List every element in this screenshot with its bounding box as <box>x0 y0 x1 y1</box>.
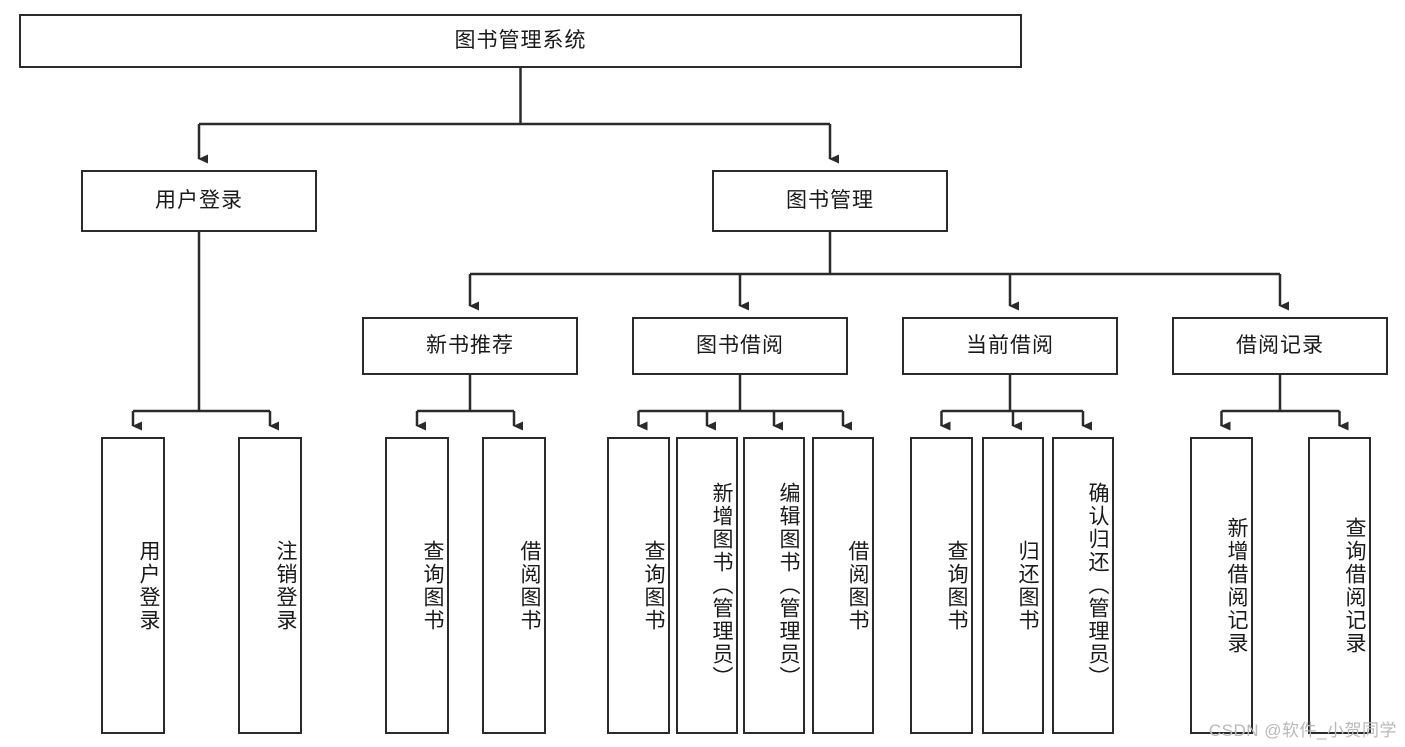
node-leaf-edit-book-label: 编辑图书（管理员） <box>777 482 800 689</box>
node-leaf-edit-book[interactable]: 编辑图书（管理员） <box>743 437 805 734</box>
node-leaf-query-book-1-label: 查询图书 <box>421 539 444 632</box>
node-leaf-return-book-label: 归还图书 <box>1016 539 1039 632</box>
node-leaf-borrow-book-1[interactable]: 借阅图书 <box>482 437 546 734</box>
node-leaf-add-book[interactable]: 新增图书（管理员） <box>676 437 738 734</box>
node-root-label: 图书管理系统 <box>454 29 587 53</box>
node-leaf-query-book-3-label: 查询图书 <box>945 539 968 632</box>
node-new-book-recommend[interactable]: 新书推荐 <box>362 317 578 375</box>
node-leaf-add-book-label: 新增图书（管理员） <box>710 482 733 689</box>
node-leaf-confirm-return[interactable]: 确认归还（管理员） <box>1052 437 1114 734</box>
watermark-label: CSDN @软件_小贺同学 <box>1208 721 1397 740</box>
node-leaf-user-login[interactable]: 用户登录 <box>101 437 165 734</box>
node-leaf-query-book-3[interactable]: 查询图书 <box>910 437 973 734</box>
node-leaf-logout[interactable]: 注销登录 <box>238 437 302 734</box>
node-root[interactable]: 图书管理系统 <box>19 14 1022 68</box>
node-current-borrow-label: 当前借阅 <box>966 334 1054 358</box>
node-leaf-logout-label: 注销登录 <box>274 539 297 632</box>
node-leaf-query-book-2[interactable]: 查询图书 <box>607 437 670 734</box>
node-leaf-query-record[interactable]: 查询借阅记录 <box>1308 437 1371 734</box>
node-book-borrow-label: 图书借阅 <box>696 334 784 358</box>
node-leaf-query-book-2-label: 查询图书 <box>642 539 665 632</box>
node-user-login-label: 用户登录 <box>155 189 243 213</box>
node-leaf-query-record-label: 查询借阅记录 <box>1343 516 1366 655</box>
node-leaf-user-login-label: 用户登录 <box>137 539 160 632</box>
node-user-login[interactable]: 用户登录 <box>81 170 317 232</box>
node-new-book-recommend-label: 新书推荐 <box>426 334 514 358</box>
node-leaf-borrow-book-2[interactable]: 借阅图书 <box>812 437 874 734</box>
node-leaf-query-book-1[interactable]: 查询图书 <box>385 437 449 734</box>
node-leaf-add-record-label: 新增借阅记录 <box>1225 516 1248 655</box>
node-leaf-confirm-return-label: 确认归还（管理员） <box>1086 482 1109 689</box>
node-leaf-add-record[interactable]: 新增借阅记录 <box>1190 437 1253 734</box>
node-borrow-record-label: 借阅记录 <box>1236 334 1324 358</box>
node-borrow-record[interactable]: 借阅记录 <box>1172 317 1388 375</box>
node-book-borrow[interactable]: 图书借阅 <box>632 317 848 375</box>
node-leaf-return-book[interactable]: 归还图书 <box>982 437 1044 734</box>
node-book-manage[interactable]: 图书管理 <box>712 170 948 232</box>
node-current-borrow[interactable]: 当前借阅 <box>902 317 1118 375</box>
node-leaf-borrow-book-2-label: 借阅图书 <box>846 539 869 632</box>
node-book-manage-label: 图书管理 <box>786 189 874 213</box>
node-leaf-borrow-book-1-label: 借阅图书 <box>518 539 541 632</box>
